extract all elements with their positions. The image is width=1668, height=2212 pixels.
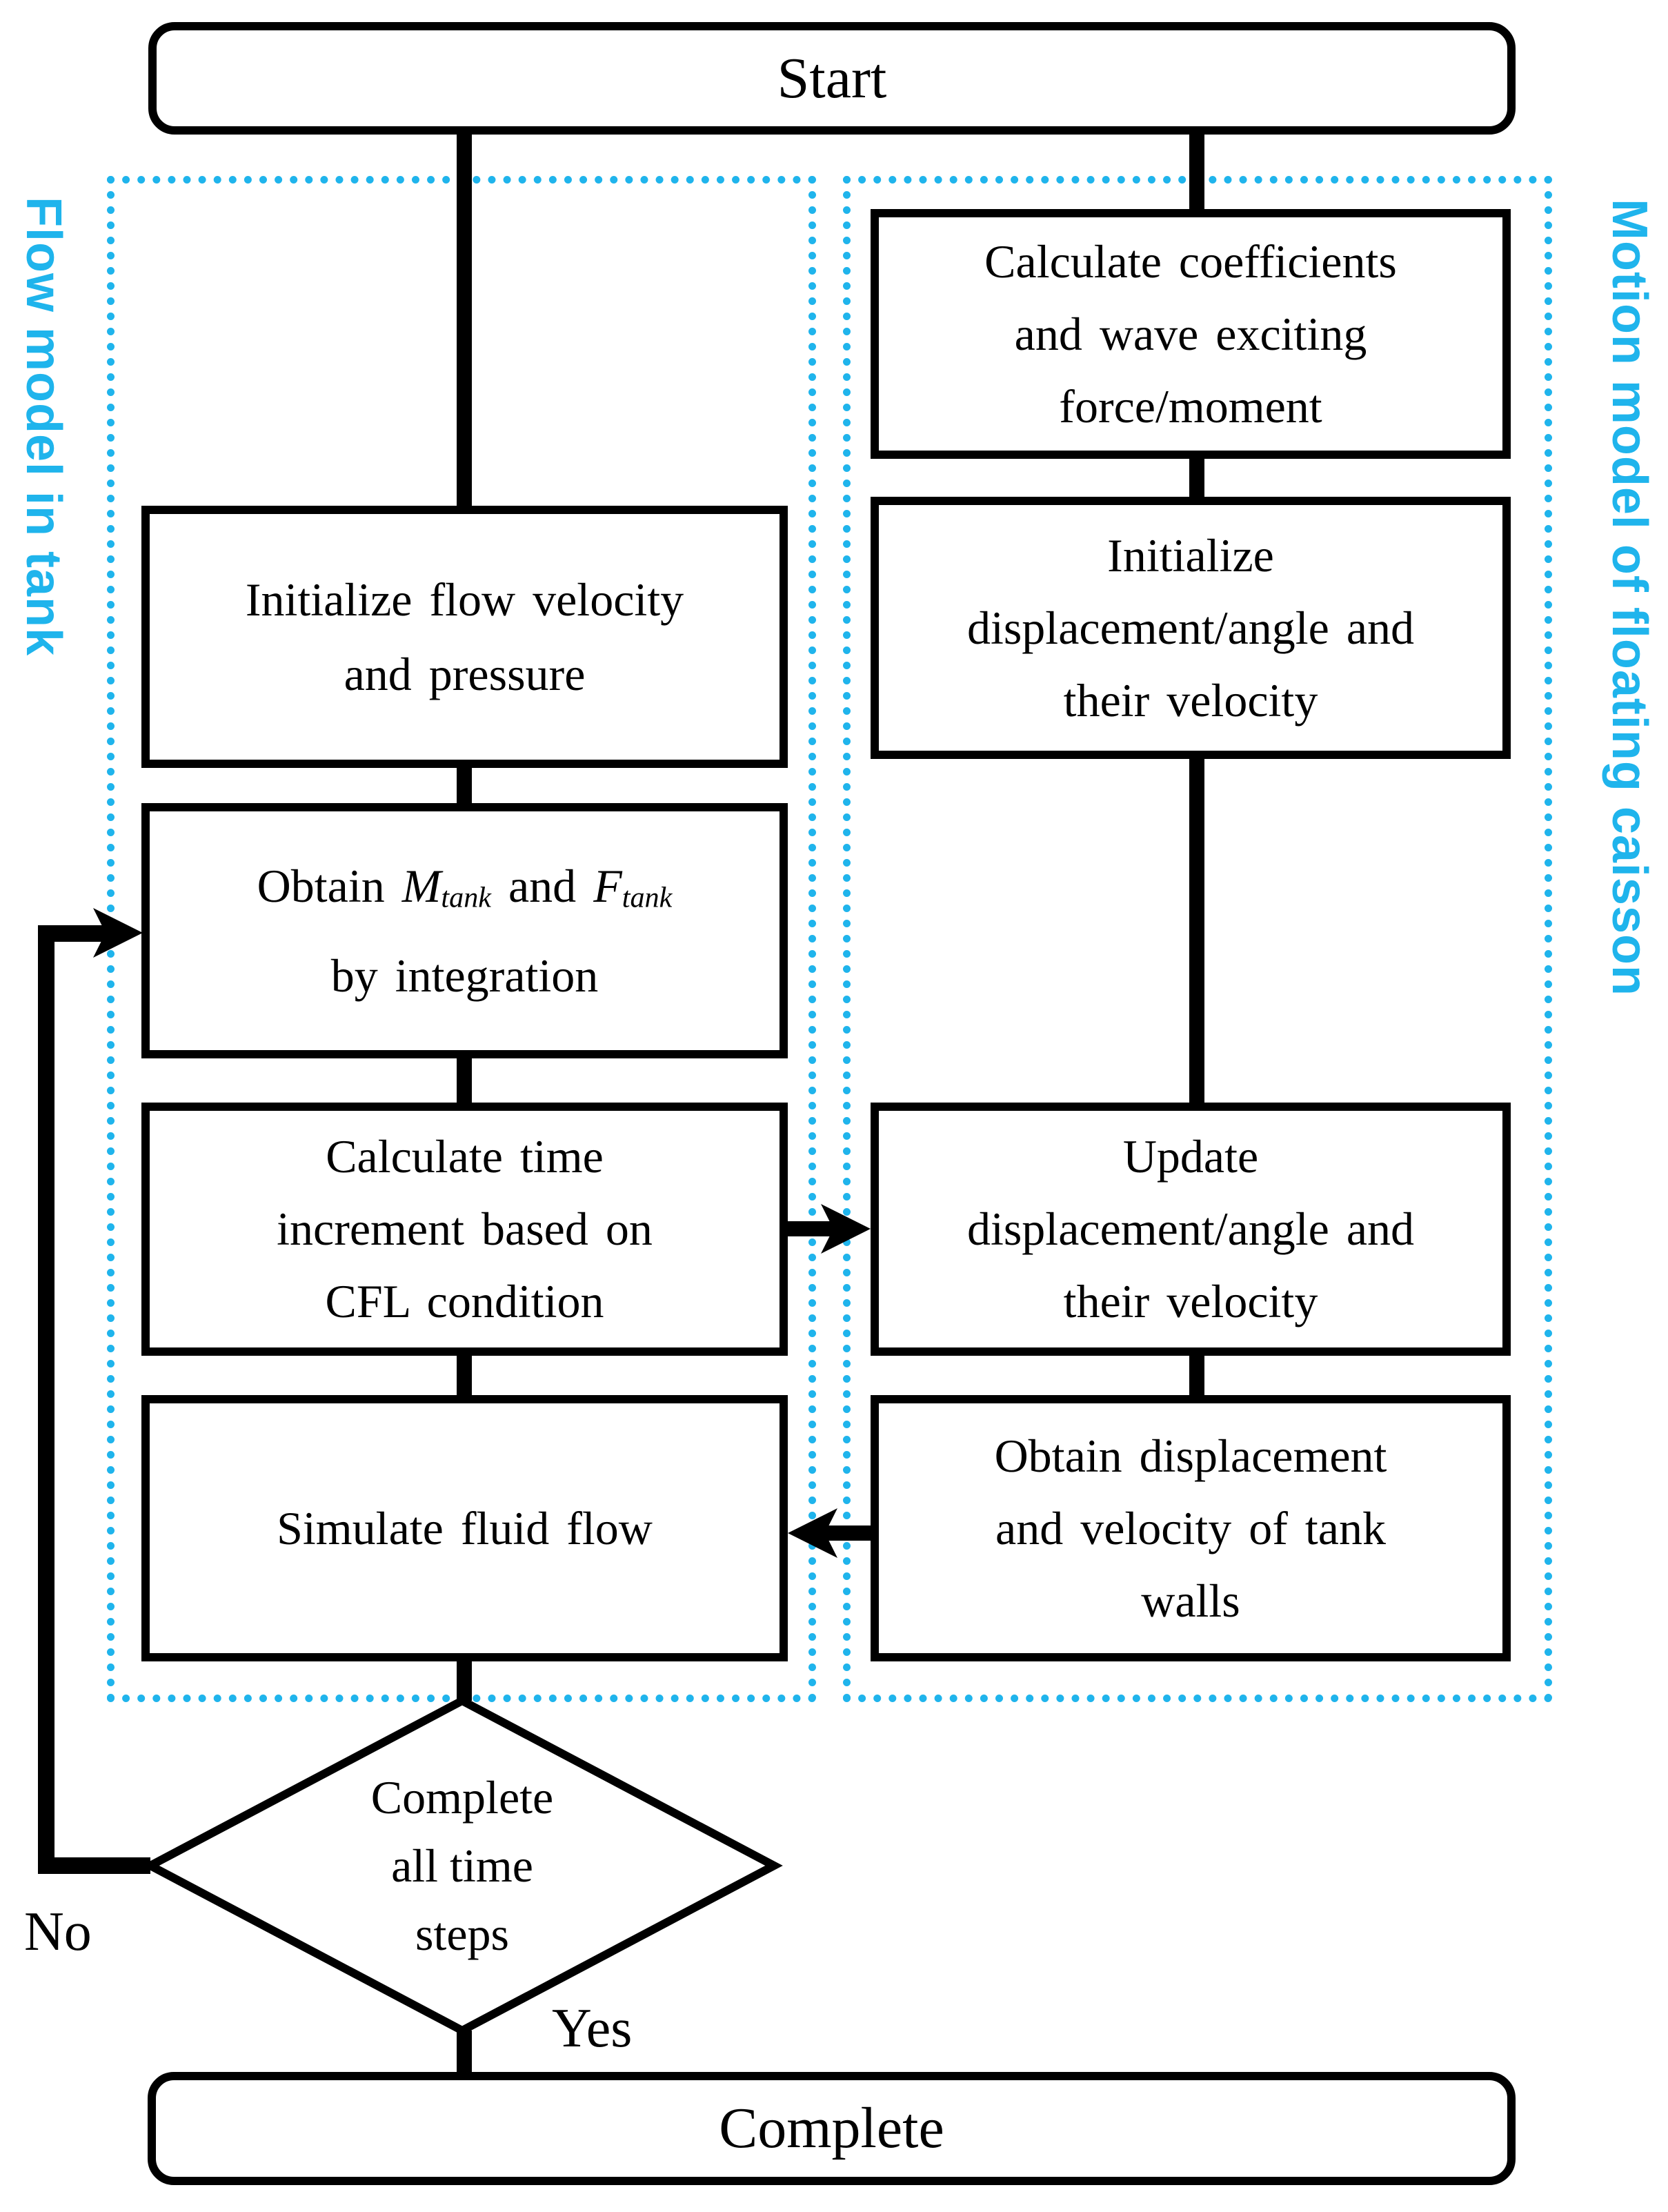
no-loop-top-segment bbox=[38, 925, 107, 942]
step-line: Calculate time bbox=[326, 1130, 604, 1183]
step-initialize-flow-velocity: Initialize flow velocity and pressure bbox=[141, 506, 788, 768]
step-line: displacement/angle and bbox=[966, 1203, 1415, 1255]
step-line: Obtain Mtank and Ftank bbox=[257, 847, 673, 937]
decision-complete-all-steps: Complete all time steps bbox=[290, 1764, 635, 1968]
decision-line: steps bbox=[415, 1908, 509, 1960]
decision-line: Complete bbox=[370, 1771, 554, 1824]
step-simulate-fluid-flow: Simulate fluid flow bbox=[141, 1395, 788, 1661]
decision-line: all time bbox=[391, 1839, 533, 1892]
connector-obtain-forces-to-calc-time bbox=[457, 1058, 472, 1103]
step-initialize-displacement: Initialize displacement/angle and their … bbox=[871, 497, 1511, 759]
step-line: Calculate coefficients bbox=[984, 235, 1397, 288]
no-loop-bottom-segment bbox=[38, 1857, 150, 1874]
step-line: Obtain displacement bbox=[994, 1429, 1387, 1482]
connector-calc-time-to-simulate bbox=[457, 1356, 472, 1395]
step-line: their velocity bbox=[1063, 1275, 1318, 1327]
complete-label: Complete bbox=[719, 2096, 944, 2160]
yes-branch-label: Yes bbox=[552, 1998, 633, 2059]
connector-update-disp-to-obtain-walls bbox=[1189, 1356, 1204, 1395]
moment-variable: M bbox=[401, 860, 441, 913]
connector-start-to-calc-coeff bbox=[1189, 135, 1204, 209]
step-line: displacement/angle and bbox=[966, 601, 1415, 654]
step-update-displacement: Update displacement/angle and their velo… bbox=[871, 1103, 1511, 1356]
step-line: Initialize bbox=[1107, 529, 1274, 582]
motion-model-region-label: Motion model of floating caisson bbox=[1602, 199, 1657, 996]
step-line: their velocity bbox=[1063, 673, 1318, 727]
step-obtain-tank-forces: Obtain Mtank and Ftank by integration bbox=[141, 803, 788, 1058]
step-obtain-wall-motion: Obtain displacement and velocity of tank… bbox=[871, 1395, 1511, 1661]
step-line: by integration bbox=[330, 949, 599, 1002]
arrow-obtain-walls-to-simulate-head bbox=[788, 1508, 837, 1558]
flow-model-region-label: Flow model in tank bbox=[16, 197, 71, 657]
step-calculate-coefficients: Calculate coefficients and wave exciting… bbox=[871, 209, 1511, 459]
connector-init-disp-to-update-disp bbox=[1189, 759, 1204, 1103]
step-line: Update bbox=[1122, 1130, 1259, 1183]
obtain-prefix: Obtain bbox=[257, 860, 402, 913]
step-line: increment based on bbox=[277, 1203, 653, 1255]
force-subscript: tank bbox=[622, 881, 673, 914]
connector-calc-coeff-to-init-disp bbox=[1189, 459, 1204, 497]
step-line: force/moment bbox=[1059, 379, 1322, 433]
moment-subscript: tank bbox=[441, 881, 491, 914]
connector-init-flow-to-obtain-forces bbox=[457, 768, 472, 803]
connector-simulate-to-decision bbox=[457, 1661, 472, 1701]
decision-diamond-shape bbox=[141, 1696, 783, 2035]
arrow-calc-time-to-update-head bbox=[821, 1204, 871, 1254]
connector-start-to-init-flow bbox=[457, 135, 472, 506]
obtain-mid: and bbox=[491, 860, 594, 913]
no-branch-label: No bbox=[24, 1902, 92, 1962]
connector-decision-to-complete bbox=[457, 2031, 472, 2073]
step-line: and pressure bbox=[344, 648, 586, 700]
step-line: walls bbox=[1141, 1574, 1240, 1627]
step-line: Initialize flow velocity bbox=[245, 573, 684, 626]
no-loop-vertical-segment bbox=[38, 925, 54, 1874]
arrow-obtain-walls-to-simulate-shaft bbox=[825, 1525, 871, 1541]
step-line: and velocity of tank bbox=[995, 1501, 1386, 1554]
start-label: Start bbox=[777, 46, 887, 110]
arrow-calc-time-to-update-shaft bbox=[788, 1221, 836, 1236]
no-loop-arrowhead bbox=[93, 908, 143, 958]
step-line: Simulate fluid flow bbox=[277, 1502, 653, 1554]
step-calculate-time-increment: Calculate time increment based on CFL co… bbox=[141, 1103, 788, 1356]
step-line: and wave exciting bbox=[1014, 307, 1367, 360]
step-line: CFL condition bbox=[325, 1275, 604, 1327]
complete-terminal: Complete bbox=[148, 2072, 1516, 2185]
start-terminal: Start bbox=[148, 22, 1516, 135]
force-variable: F bbox=[593, 860, 622, 913]
